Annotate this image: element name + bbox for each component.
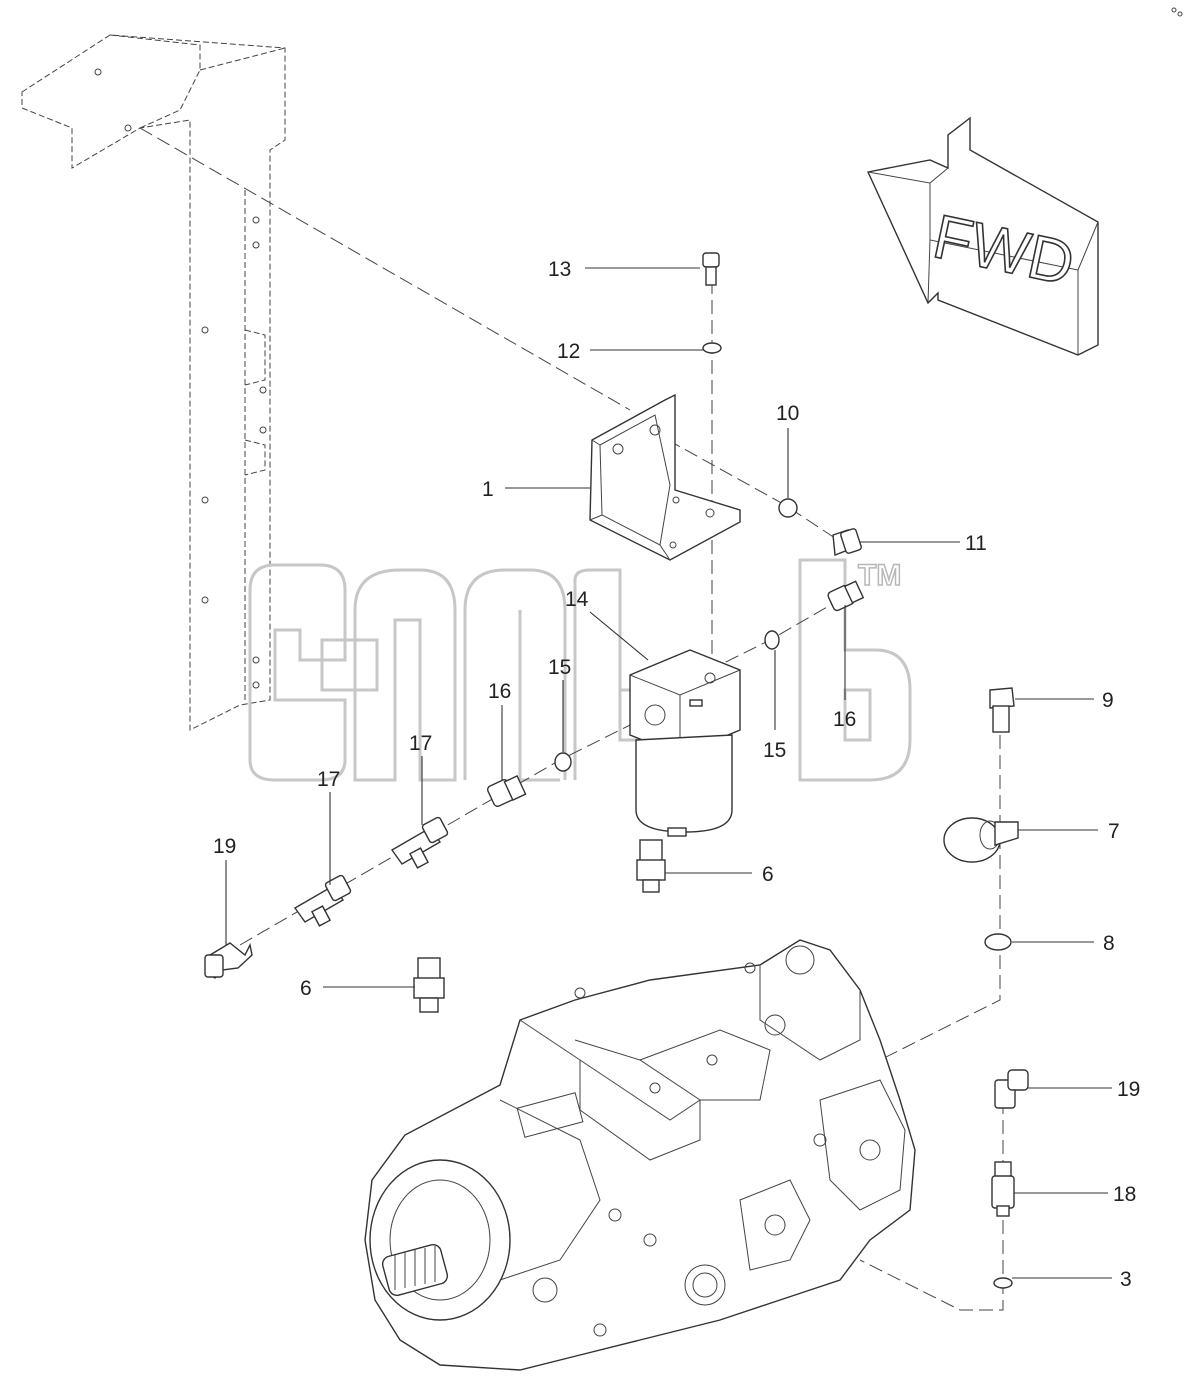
part-18-fitting	[991, 1161, 1015, 1217]
callout-19-right: 19	[1117, 1078, 1140, 1101]
callout-13: 13	[548, 258, 571, 281]
callout-11: 11	[965, 532, 987, 555]
callout-9: 9	[1102, 689, 1114, 712]
watermark-logo: TM	[248, 558, 912, 782]
callout-16-left: 16	[488, 680, 511, 703]
part-10-washer	[778, 498, 798, 518]
callout-8: 8	[1103, 932, 1115, 955]
callout-10: 10	[776, 402, 799, 425]
part-6-sensor-lower	[413, 957, 445, 1013]
part-15-washer-left	[554, 752, 572, 772]
callout-18: 18	[1113, 1183, 1136, 1206]
callout-15-right: 15	[763, 739, 786, 762]
part-8-washer	[984, 933, 1012, 951]
corner-mark-icon	[1171, 7, 1183, 17]
callout-labels: 13 12 1 10 11 14 15 15 16 16 17 17 19 6 …	[213, 258, 1140, 1291]
hydraulic-pump-assembly	[364, 939, 916, 1371]
part-19-elbow-right	[994, 1069, 1029, 1109]
part-16-fitting-right	[827, 580, 865, 612]
callout-16-right: 16	[833, 708, 856, 731]
part-12-lock-washer	[702, 342, 722, 354]
forward-direction-arrow: FWD	[866, 116, 1099, 356]
part-17-tee-fitting-lower	[293, 874, 352, 927]
callout-6-lower: 6	[300, 977, 312, 1000]
part-19-elbow-left	[204, 942, 253, 979]
callout-17-lower: 17	[317, 768, 340, 791]
part-13-cap-screw	[702, 252, 720, 286]
leader-lines	[225, 267, 1112, 1279]
part-16-fitting-left	[486, 775, 527, 808]
callout-14: 14	[565, 588, 589, 611]
part-17-tee-fitting-upper	[390, 816, 449, 869]
part-3-o-ring	[993, 1277, 1013, 1289]
callout-6-upper: 6	[762, 863, 774, 886]
part-7-clamp	[943, 817, 1019, 863]
callout-17-upper: 17	[409, 732, 432, 755]
part-11-bolt	[832, 528, 862, 556]
part-9-bolt	[989, 687, 1015, 733]
callout-3: 3	[1120, 1268, 1132, 1291]
watermark-tm-label: TM	[858, 559, 901, 592]
part-15-washer-right	[764, 630, 780, 650]
callout-1: 1	[482, 478, 494, 501]
part-14-filter-assembly	[629, 649, 741, 837]
callout-19-left: 19	[213, 835, 236, 858]
frame-bracket	[21, 34, 286, 731]
callout-12: 12	[557, 340, 580, 363]
part-6-sensor-upper	[636, 839, 666, 893]
callout-7: 7	[1108, 820, 1120, 843]
callout-15-left: 15	[548, 656, 571, 679]
part-1-filter-bracket	[589, 393, 741, 561]
